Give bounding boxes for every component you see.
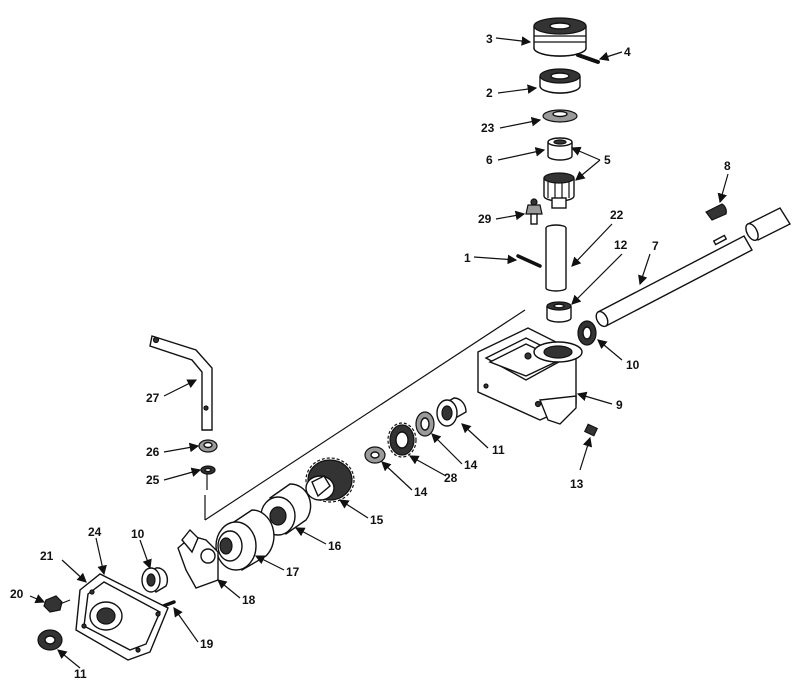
set-screw-part	[583, 423, 599, 437]
callout-21: 21	[40, 549, 54, 563]
callout-12: 12	[614, 238, 628, 252]
nut-part	[198, 439, 218, 453]
drive-hub-part	[215, 509, 275, 572]
woodruff-key-part	[705, 203, 727, 221]
callout-17: 17	[286, 565, 300, 579]
callout-14-lower: 14	[414, 485, 428, 499]
seal-part-upper	[577, 320, 597, 346]
callout-25: 25	[146, 473, 160, 487]
callout-23: 23	[481, 121, 495, 135]
thrust-washer-upper	[415, 411, 435, 437]
callout-2: 2	[486, 86, 493, 100]
gear-part-28	[387, 422, 417, 458]
bevel-gear-part	[305, 457, 355, 503]
bearing-part-upper-11	[436, 397, 467, 427]
callout-18: 18	[242, 593, 256, 607]
callout-3: 3	[486, 32, 493, 46]
housing-cover-part	[75, 573, 169, 661]
callout-24: 24	[88, 525, 102, 539]
pinion-gear-part	[543, 172, 575, 209]
callout-9: 9	[616, 398, 623, 412]
washer-part-23	[542, 109, 578, 123]
grease-fitting-part	[525, 198, 543, 225]
clutch-part	[260, 483, 312, 536]
callout-10-lower: 10	[131, 527, 145, 541]
shift-lever-part	[149, 335, 213, 431]
callout-5: 5	[604, 153, 611, 167]
callout-26: 26	[146, 445, 160, 459]
callout-labels: 3 4 2 23 6 5 29 22 1 12 8 7 10 9 13 11 1…	[10, 32, 731, 681]
shift-fork-part	[177, 528, 219, 589]
lock-washer-part	[200, 465, 216, 475]
callout-10-upper: 10	[626, 358, 640, 372]
pulley-part	[533, 17, 587, 57]
callout-20: 20	[10, 587, 24, 601]
callout-11-lower: 11	[74, 667, 87, 681]
bearing-part-lower-11	[37, 629, 63, 651]
leader-lines	[29, 36, 729, 669]
bolt-part	[43, 595, 71, 613]
callout-29: 29	[478, 212, 492, 226]
lower-bearing-part	[546, 301, 572, 323]
callout-4: 4	[624, 45, 631, 59]
callout-22: 22	[610, 208, 624, 222]
callout-7: 7	[652, 239, 659, 253]
assembly-axis-line	[204, 309, 526, 521]
callout-19: 19	[200, 637, 214, 651]
pin-part-1	[516, 254, 542, 268]
gear-housing-part	[477, 327, 583, 425]
horizontal-shaft-part	[595, 207, 792, 328]
key-pin-part	[576, 53, 600, 64]
callout-13: 13	[570, 477, 584, 491]
seal-part-lower	[141, 567, 169, 593]
callout-28: 28	[444, 471, 458, 485]
callout-1: 1	[464, 251, 471, 265]
thrust-washer-lower	[364, 446, 386, 464]
bushing-part-6	[547, 137, 573, 161]
bearing-part	[539, 68, 581, 94]
vertical-shaft-part	[545, 224, 567, 292]
callout-6: 6	[486, 153, 493, 167]
callout-14-upper: 14	[464, 458, 478, 472]
callout-27: 27	[146, 391, 160, 405]
callout-15: 15	[370, 513, 384, 527]
callout-8: 8	[724, 159, 731, 173]
callout-11-upper: 11	[492, 443, 505, 457]
callout-16: 16	[328, 539, 342, 553]
